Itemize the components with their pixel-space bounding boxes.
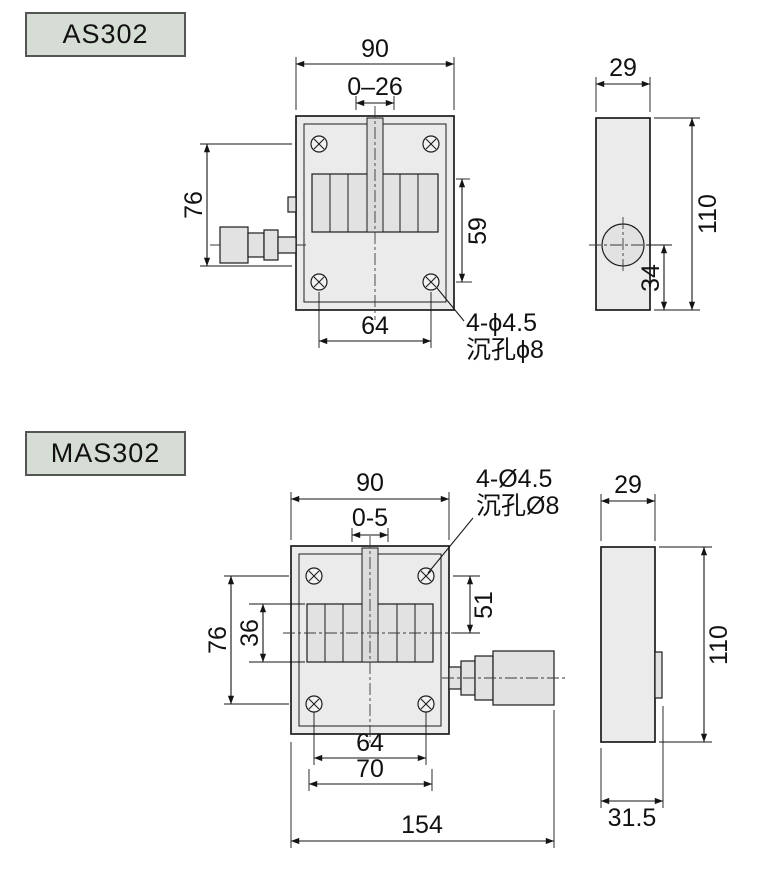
dim-hole-spacing-label: 64 [361, 312, 389, 340]
dim-base-width-label: 70 [356, 755, 384, 783]
as302-lock-screw [287, 196, 297, 213]
hole-note-line2: 沉孔Ø8 [476, 492, 559, 520]
dim-right-height-label: 51 [470, 591, 498, 619]
as302-front-view [210, 106, 455, 320]
leader-line [436, 287, 465, 322]
dim-hole-spacing-label: 64 [356, 729, 384, 757]
dim-travel-label: 0–26 [347, 73, 403, 101]
corner-screw [310, 273, 328, 291]
knob-flange [263, 229, 279, 261]
dim-left-height-label: 76 [204, 626, 232, 654]
model-label-as302: AS302 [25, 12, 186, 57]
as302-dimension-labels: 90 0–26 76 59 64 4-ϕ4.5 沉孔ϕ8 29 110 34 [180, 35, 722, 364]
corner-screw [310, 135, 328, 153]
dim-side-height-label: 110 [694, 194, 722, 234]
knob-neck [247, 232, 265, 258]
as302-knob [219, 226, 297, 264]
corner-screw [422, 273, 440, 291]
model-label-mas302: MAS302 [25, 431, 186, 476]
mas302-dimension-lines [224, 492, 712, 848]
knob-cap [492, 650, 555, 706]
as302-dimension-lines [200, 57, 700, 348]
leader-line [427, 517, 474, 574]
dim-side-hole-offset-label: 34 [637, 264, 665, 292]
dim-top-width-label: 90 [361, 35, 389, 63]
corner-screw [417, 567, 435, 585]
corner-screw [305, 567, 323, 585]
mas302-side-view [600, 546, 663, 743]
dim-right-height-label: 59 [464, 217, 492, 245]
hole-note-line1: 4-Ø4.5 [476, 465, 552, 493]
as302-side-view [589, 117, 659, 311]
mas302-side-body [600, 546, 656, 743]
corner-screw [417, 695, 435, 713]
dim-left-height-label: 76 [180, 191, 208, 219]
knob-shaft [277, 236, 297, 254]
dim-side-depth-label: 29 [614, 471, 642, 499]
dim-total-length-label: 154 [401, 811, 443, 839]
mas302-dimension-labels: 90 0-5 4-Ø4.5 沉孔Ø8 76 36 51 64 70 154 29… [204, 465, 733, 839]
dim-top-width-label: 90 [356, 469, 384, 497]
dim-side-offset-label: 31.5 [608, 804, 657, 832]
mas302-side-tab [654, 651, 663, 699]
corner-screw [422, 135, 440, 153]
as302-side-body [595, 117, 651, 311]
hole-note-line1: 4-ϕ4.5 [466, 309, 537, 337]
dim-side-height-label: 110 [705, 625, 733, 665]
as302-drawing: 90 0–26 76 59 64 4-ϕ4.5 沉孔ϕ8 29 110 34 [180, 35, 722, 364]
knob-cap [219, 226, 249, 264]
hole-note-line2: 沉孔ϕ8 [466, 336, 544, 364]
dim-side-depth-label: 29 [609, 54, 637, 82]
corner-screw [305, 695, 323, 713]
dim-travel-label: 0-5 [352, 504, 388, 532]
mas302-front-view [283, 536, 566, 744]
dim-stage-height-label: 36 [236, 619, 264, 647]
mas302-drawing: 90 0-5 4-Ø4.5 沉孔Ø8 76 36 51 64 70 154 29… [204, 465, 733, 848]
